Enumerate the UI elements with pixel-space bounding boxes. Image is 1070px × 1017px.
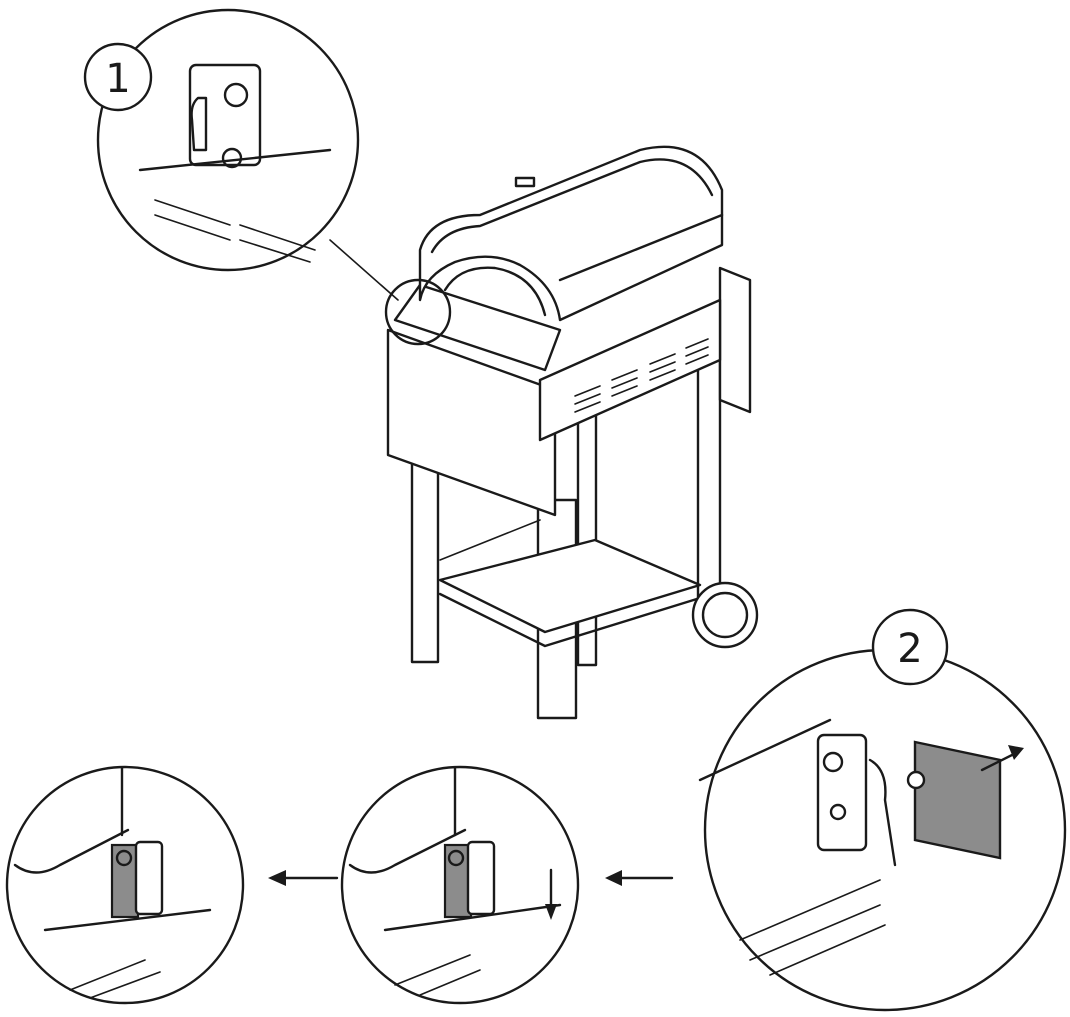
detail-left — [5, 765, 245, 1005]
grill-illustration — [386, 145, 759, 720]
detail-2: 2 — [698, 608, 1067, 1012]
arrow-down-icon — [545, 868, 557, 920]
arrow-left-icon — [605, 870, 674, 886]
detail-1: 1 — [83, 8, 360, 272]
detail-middle — [340, 765, 580, 1005]
leader-line — [329, 239, 399, 301]
step-1-badge — [83, 42, 153, 112]
step-2-label: 2 — [897, 626, 922, 672]
step-2-badge — [871, 608, 949, 686]
detail-marker-circle — [384, 278, 452, 346]
step-1-label: 1 — [105, 56, 130, 102]
arrow-left-icon — [268, 870, 339, 886]
arrow-up-right-icon — [980, 745, 1024, 772]
